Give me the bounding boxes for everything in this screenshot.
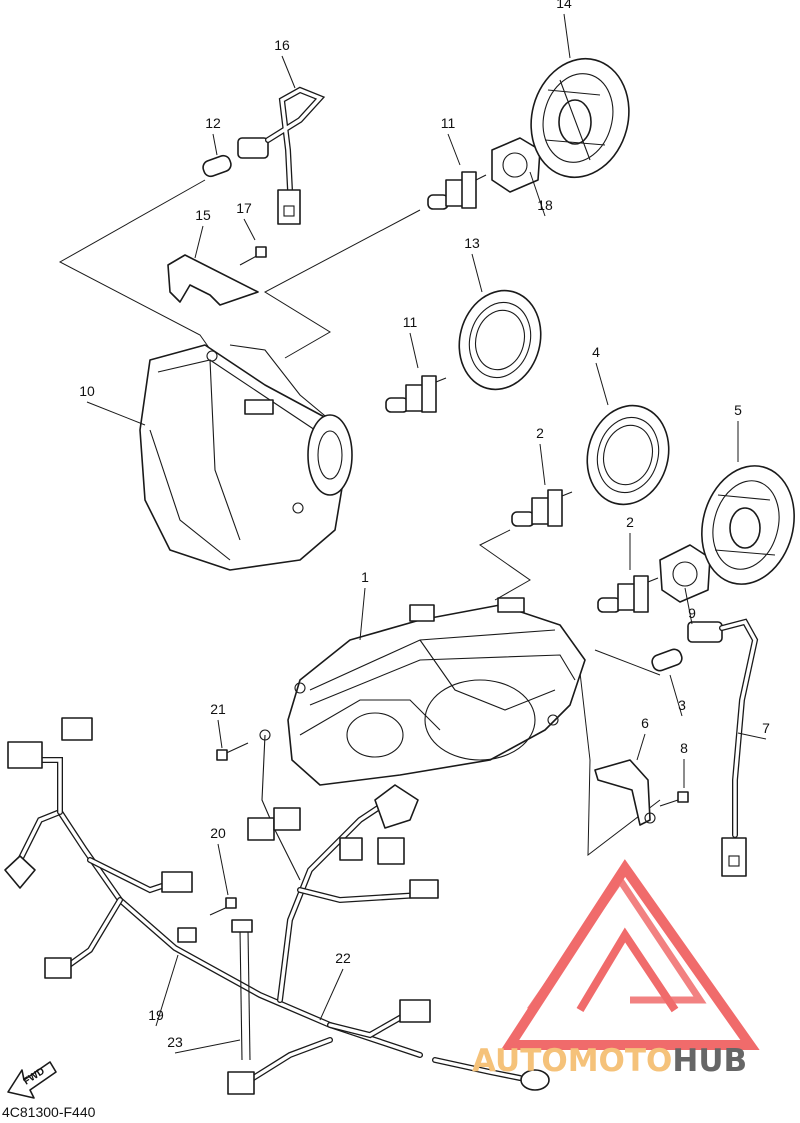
callout-c2b: 2 — [626, 514, 634, 530]
callout-c19: 19 — [148, 1007, 164, 1023]
automotohub-watermark: AUTOMOTOHUB — [472, 859, 760, 1079]
callout-c20: 20 — [210, 825, 226, 841]
screw-21 — [216, 742, 249, 761]
screw-17 — [239, 246, 267, 266]
callout-c16: 16 — [274, 37, 290, 53]
headlight-unit-10 — [139, 344, 353, 571]
callout-leader-c23 — [174, 1039, 241, 1054]
callout-leader-c4 — [595, 362, 609, 406]
callout-leader-c20 — [217, 843, 229, 896]
callout-c3: 3 — [678, 697, 686, 713]
callout-leader-c1 — [359, 587, 366, 641]
bulb-3 — [651, 648, 683, 672]
screw-20 — [209, 897, 237, 916]
watermark-text-dark: HUB — [672, 1043, 747, 1079]
bulb-11-upper — [427, 171, 487, 210]
fwd-arrow: FWD — [7, 1061, 57, 1099]
callout-leader-c12 — [212, 133, 218, 156]
bracket-6 — [594, 759, 656, 826]
watermark-text: AUTOMOTOHUB — [472, 1043, 747, 1079]
ring-13 — [458, 289, 542, 391]
socket-9 — [659, 544, 711, 603]
callout-leader-c7 — [737, 732, 767, 740]
callout-c12: 12 — [205, 115, 221, 131]
callout-c18: 18 — [537, 197, 553, 213]
callout-c1: 1 — [361, 569, 369, 585]
callout-c2a: 2 — [536, 425, 544, 441]
callout-c11a: 11 — [441, 115, 456, 131]
callout-leader-c21 — [217, 719, 223, 749]
callout-c8: 8 — [680, 740, 688, 756]
callout-leader-c15 — [194, 225, 204, 259]
callout-c4: 4 — [592, 344, 600, 360]
callout-leader-c9 — [684, 587, 693, 625]
callout-leader-c10 — [86, 401, 146, 426]
socket-18 — [491, 137, 541, 193]
callout-leader-c22 — [319, 968, 344, 1021]
bulb-2-upper — [511, 489, 573, 527]
callout-leader-c2a — [539, 443, 546, 486]
callout-leader-c16 — [281, 55, 296, 89]
callout-c10: 10 — [79, 383, 95, 399]
bulb-11-middle — [385, 375, 447, 413]
callout-c14: 14 — [556, 0, 572, 11]
callout-c13: 13 — [464, 235, 480, 251]
callout-c11b: 11 — [403, 314, 418, 330]
callout-leader-c18 — [529, 171, 546, 217]
socket-cord-7 — [687, 618, 759, 877]
wire-harness-22 — [4, 717, 550, 1095]
callout-leader-c6 — [636, 733, 646, 761]
bulb-12 — [202, 154, 232, 178]
bracket-15 — [167, 254, 259, 306]
callout-c15: 15 — [195, 207, 211, 223]
bulb-2-lower — [597, 575, 659, 613]
callout-c17: 17 — [236, 200, 252, 216]
callout-leader-c19 — [155, 954, 179, 1027]
callout-leader-c11a — [447, 133, 461, 166]
dust-cover-14 — [530, 57, 630, 179]
ring-4 — [586, 404, 670, 506]
callout-c21: 21 — [210, 701, 226, 717]
callout-c23: 23 — [167, 1034, 183, 1050]
diagram-part-code: 4C81300-F440 — [2, 1104, 96, 1120]
callout-leader-c13 — [471, 253, 483, 293]
callout-leader-c3 — [669, 674, 683, 717]
callout-leader-c11b — [409, 332, 419, 369]
screw-8 — [659, 791, 689, 807]
callout-c5: 5 — [734, 402, 742, 418]
headlight-unit-1 — [287, 597, 586, 786]
dust-cover-5 — [701, 465, 795, 585]
callout-leader-c14 — [563, 13, 571, 59]
callout-c22: 22 — [335, 950, 351, 966]
socket-cord-16 — [237, 86, 326, 225]
watermark-logo-icon — [500, 859, 760, 1050]
callout-c7: 7 — [762, 720, 770, 736]
callout-c9: 9 — [688, 605, 696, 621]
callout-leader-c17 — [243, 218, 256, 241]
callout-c6: 6 — [641, 715, 649, 731]
watermark-text-colored: AUTOMOTO — [472, 1043, 672, 1079]
